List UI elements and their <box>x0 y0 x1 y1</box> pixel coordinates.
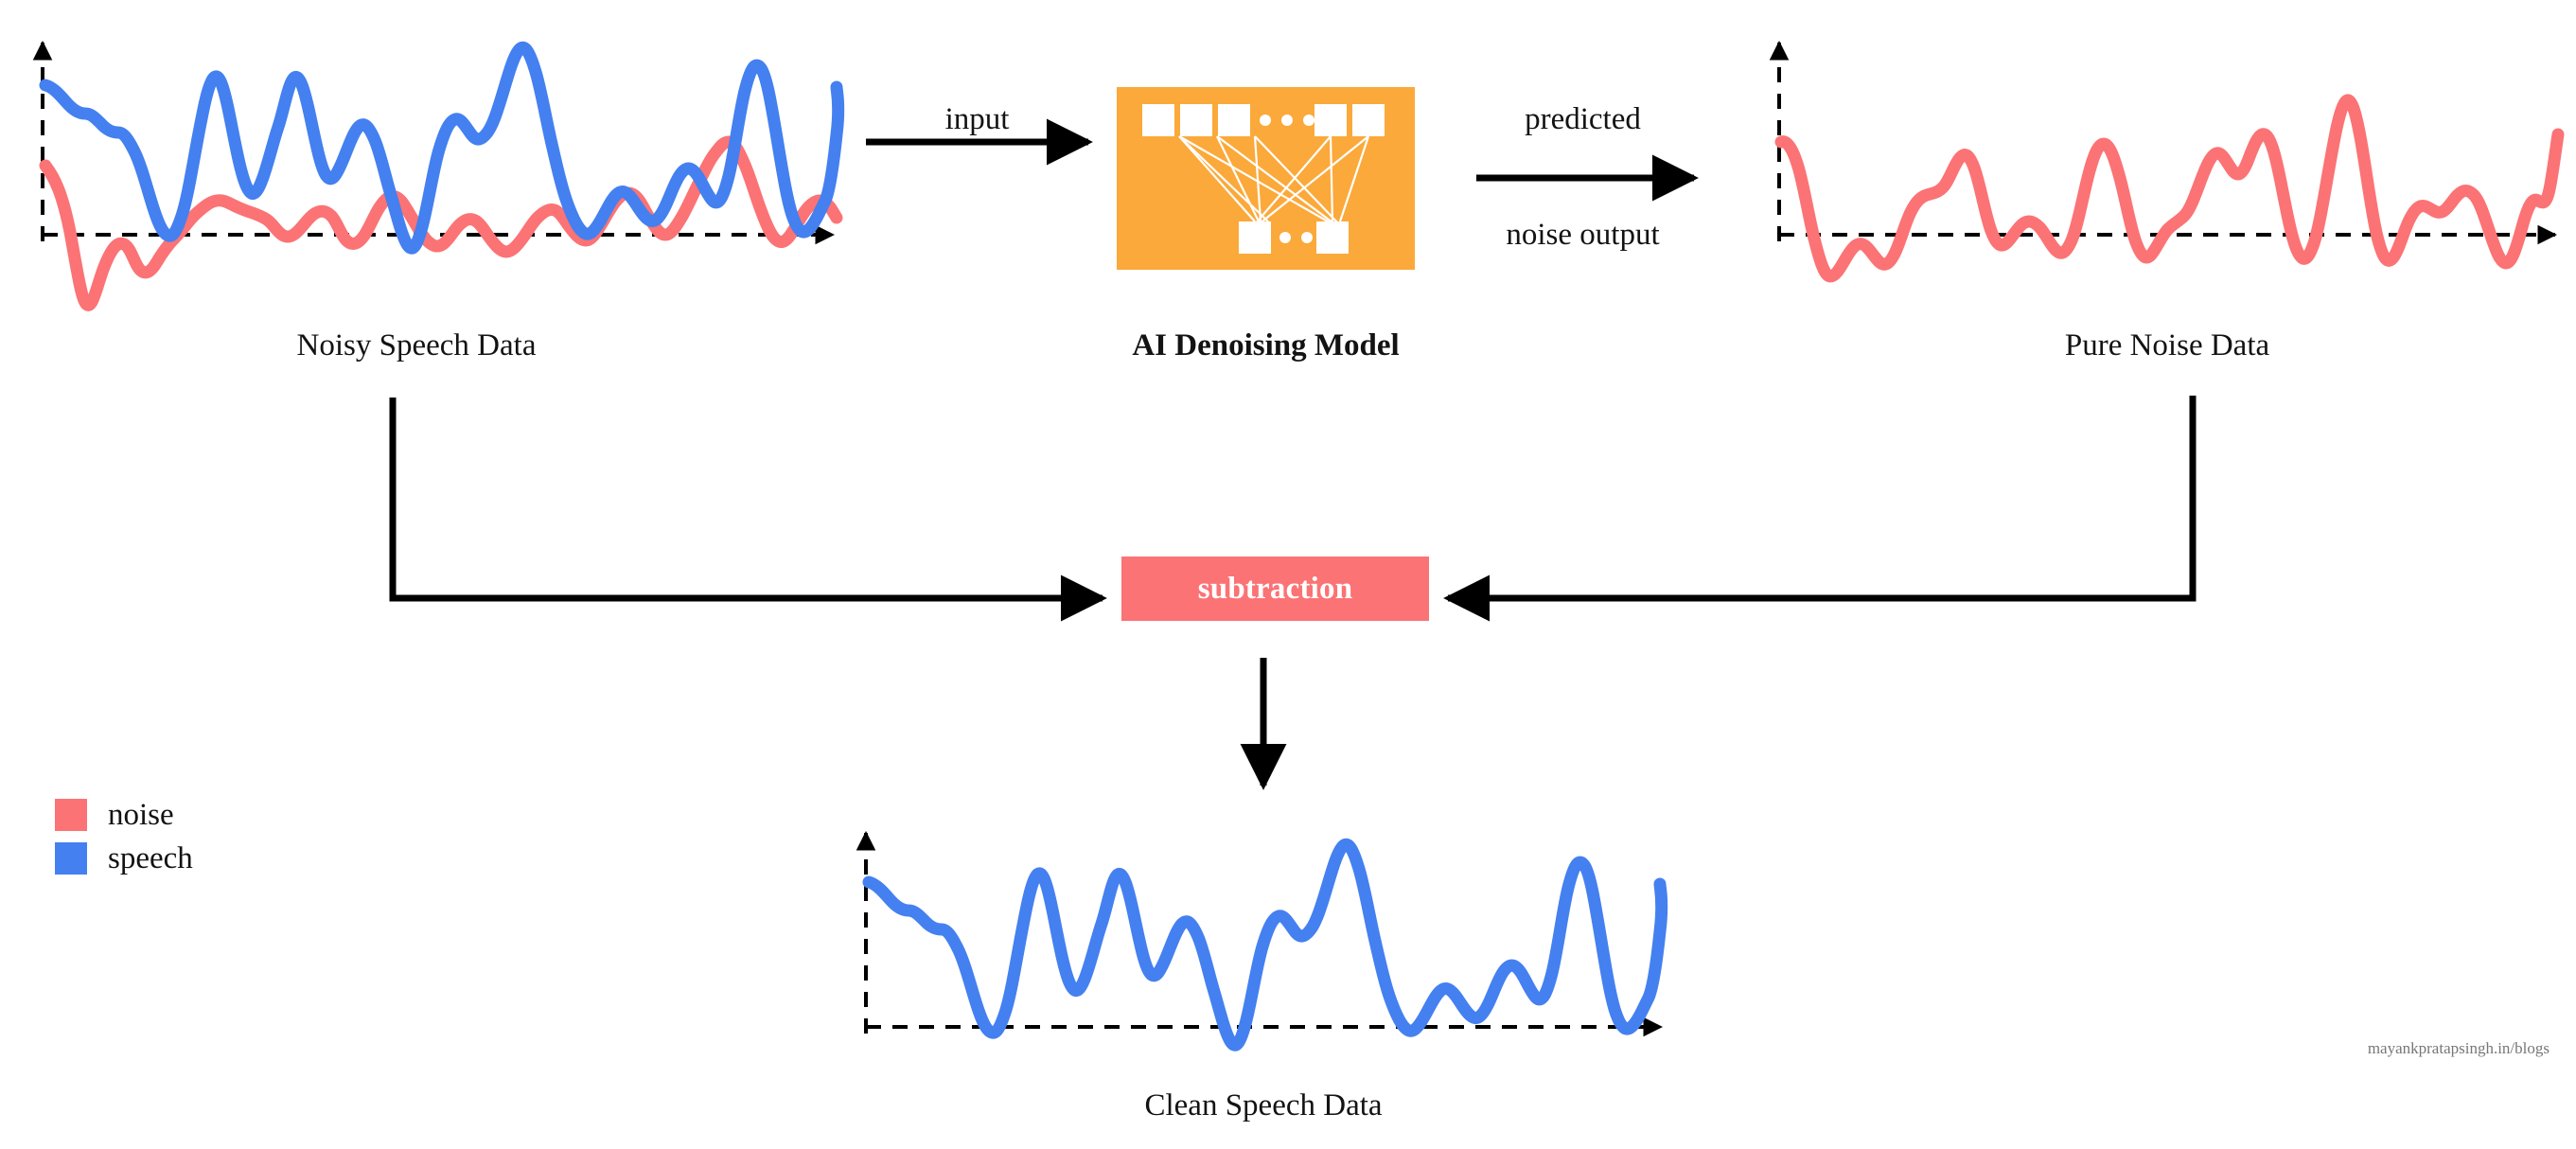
arrow-label-input: input <box>944 102 1010 136</box>
legend-item-speech[interactable]: speech <box>55 837 193 880</box>
noisy-noise-waveform <box>39 135 843 311</box>
model-dots-input-layer <box>1260 115 1314 126</box>
model-connections <box>1178 135 1370 226</box>
model-node-input-5 <box>1352 104 1385 136</box>
legend-swatch-speech <box>55 842 87 875</box>
model-node-output-2 <box>1316 221 1349 254</box>
arrow-label-noise-output: noise output <box>1506 218 1660 252</box>
caption-ai-denoising-model: AI Denoising Model <box>1132 328 1400 362</box>
subtraction-label: subtraction <box>1197 571 1353 606</box>
legend-swatch-noise <box>55 799 87 831</box>
model-node-input-4 <box>1314 104 1347 136</box>
model-node-input-3 <box>1218 104 1250 136</box>
caption-noisy-speech: Noisy Speech Data <box>296 328 537 362</box>
pure-noise-waveform <box>1774 94 2565 283</box>
caption-clean-speech: Clean Speech Data <box>1144 1088 1383 1122</box>
noisy-speech-waveform <box>39 41 845 255</box>
watermark-source-url: mayankpratapsingh.in/blogs <box>2367 1039 2550 1057</box>
pure-noise-axes <box>1769 40 2558 245</box>
caption-pure-noise: Pure Noise Data <box>2064 328 2270 362</box>
legend-label-noise: noise <box>108 797 174 832</box>
legend: noise speech <box>55 793 193 880</box>
connector-noisy-to-subtraction <box>389 398 1107 622</box>
ai-model-box[interactable] <box>1117 87 1415 270</box>
connector-noise-to-subtraction <box>1443 396 2197 622</box>
clean-speech-waveform <box>862 838 1668 1052</box>
noisy-speech-axes <box>32 40 836 245</box>
legend-item-noise[interactable]: noise <box>55 793 193 837</box>
model-node-output-1 <box>1239 221 1271 254</box>
arrow-label-predicted: predicted <box>1525 102 1641 136</box>
subtraction-box[interactable]: subtraction <box>1121 557 1429 621</box>
legend-label-speech: speech <box>108 840 193 875</box>
model-node-input-1 <box>1142 104 1174 136</box>
model-node-input-2 <box>1180 104 1212 136</box>
